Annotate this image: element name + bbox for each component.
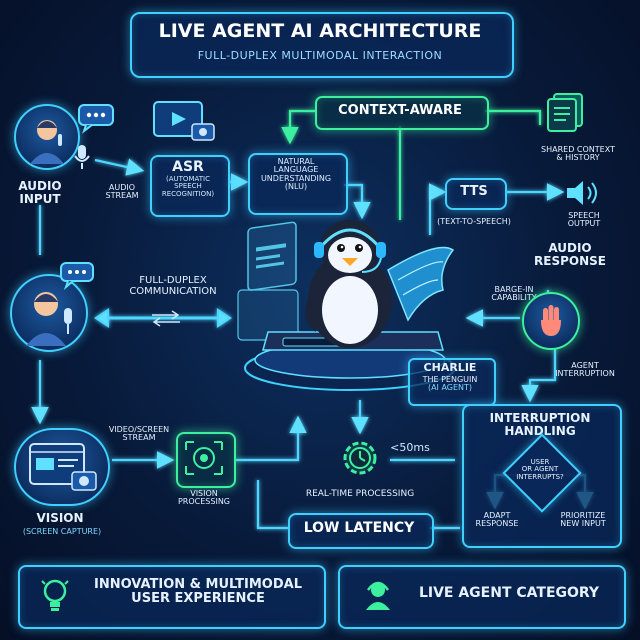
shared-context-label: SHARED CONTEXT & HISTORY xyxy=(541,145,615,163)
document-stack-icon xyxy=(547,93,583,132)
tts-subtitle: (TEXT-TO-SPEECH) xyxy=(437,217,511,226)
vision-subtitle: (SCREEN CAPTURE) xyxy=(22,527,102,536)
user-headset-icon xyxy=(30,120,64,164)
gear-clock-icon xyxy=(343,441,377,475)
low-latency-label: LOW LATENCY xyxy=(303,520,415,536)
nlu-label: NATURAL LANGUAGE UNDERSTANDING (NLU) xyxy=(260,157,332,192)
support-agent-icon xyxy=(366,581,390,610)
speaker-icon xyxy=(567,181,597,205)
audio-stream-label: AUDIO STREAM xyxy=(105,183,139,201)
chat-bubble-icon xyxy=(78,104,114,134)
microphone-icon xyxy=(74,145,90,169)
context-aware-label: CONTEXT-AWARE xyxy=(338,103,462,118)
lightbulb-icon xyxy=(41,579,69,611)
agent-name-card xyxy=(408,358,496,406)
asr-node xyxy=(150,155,230,217)
audio-input-label: AUDIO INPUT xyxy=(18,179,62,206)
eye-target-icon xyxy=(185,441,223,475)
video-camera-icon xyxy=(153,101,215,141)
duplex-mini-arrows xyxy=(148,308,184,328)
interruption-question: USER OR AGENT INTERRUPTS? xyxy=(516,458,564,481)
audio-response-label: AUDIO RESPONSE xyxy=(534,241,606,268)
context-aware-node xyxy=(315,96,489,130)
swap-arrows-icon xyxy=(152,310,180,327)
interruption-title: INTERRUPTION HANDLING xyxy=(489,411,591,438)
realtime-label: REAL-TIME PROCESSING xyxy=(305,489,415,499)
full-duplex-label: FULL-DUPLEX COMMUNICATION xyxy=(129,275,217,297)
tts-title: TTS xyxy=(460,184,488,199)
vision-avatar xyxy=(14,428,110,506)
page-subtitle: FULL-DUPLEX MULTIMODAL INTERACTION xyxy=(197,49,443,62)
nlu-node xyxy=(248,153,348,215)
browser-camera-icon xyxy=(29,443,97,491)
page-title: LIVE AGENT AI ARCHITECTURE xyxy=(158,20,482,42)
agent-name: CHARLIE xyxy=(423,361,477,374)
agent-interruption-label: AGENT INTERRUPTION xyxy=(555,361,615,379)
agent-workstation xyxy=(237,220,456,391)
title-panel xyxy=(130,12,514,78)
footer-category-label: LIVE AGENT CATEGORY xyxy=(418,585,600,601)
adapt-response-label: ADAPT RESPONSE xyxy=(475,511,519,529)
hand-stop-badge xyxy=(522,292,580,350)
asr-subtitle: (AUTOMATIC SPEECH RECOGNITION) xyxy=(161,175,215,198)
footer-innovation-label: INNOVATION & MULTIMODAL USER EXPERIENCE xyxy=(93,577,302,606)
vision-processing-label: VISION PROCESSING xyxy=(177,489,231,507)
asr-title: ASR xyxy=(172,159,204,175)
agent-name-sub: THE PENGUIN (AI AGENT) xyxy=(422,375,478,393)
chat-bubble-icon xyxy=(60,262,94,291)
vision-title: VISION xyxy=(36,511,84,525)
duplex-user-avatar xyxy=(10,274,88,352)
video-stream-label: VIDEO/SCREEN STREAM xyxy=(108,425,170,443)
low-latency-node xyxy=(288,513,434,549)
tts-node xyxy=(445,178,507,210)
prioritize-input-label: PRIORITIZE NEW INPUT xyxy=(560,511,606,529)
footer-innovation-panel xyxy=(18,565,326,629)
speech-output-label: SPEECH OUTPUT xyxy=(567,211,601,229)
footer-category-panel xyxy=(338,565,626,629)
hand-stop-icon xyxy=(541,305,561,336)
barge-in-label: BARGE-IN CAPABILITY xyxy=(491,285,537,303)
latency-value: <50ms xyxy=(390,441,430,454)
user-microphone-icon xyxy=(26,292,72,346)
audio-user-avatar xyxy=(14,104,80,170)
